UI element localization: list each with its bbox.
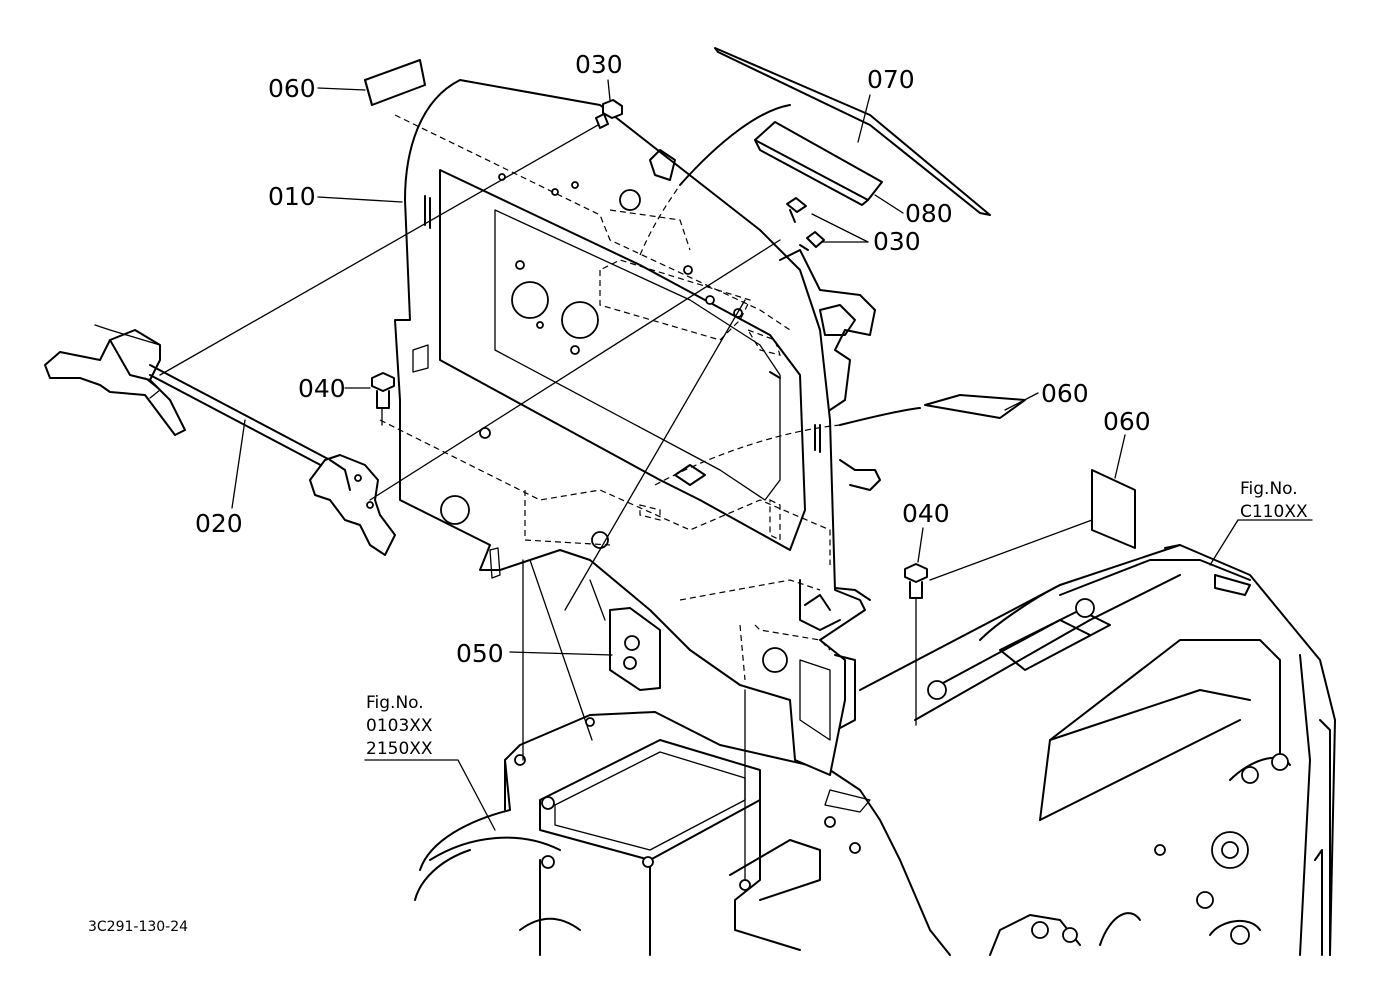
bolt-040-left <box>371 372 395 409</box>
transmission-housing <box>414 711 951 956</box>
fig-ref-right-line1: C110XX <box>1240 502 1308 522</box>
label-040-right: 040 <box>902 499 950 528</box>
label-070: 070 <box>867 65 915 94</box>
label-060-top-left: 060 <box>268 74 316 103</box>
transmission-case-right <box>859 544 1336 956</box>
leader-lines <box>231 79 1313 831</box>
part-080-pad-edge <box>754 139 869 206</box>
fig-ref-left-line2: 2150XX <box>366 739 433 759</box>
label-030-top: 030 <box>575 50 623 79</box>
part-020-lever-rod <box>44 324 396 556</box>
part-060-pad-top-left <box>364 59 426 106</box>
label-080: 080 <box>905 199 953 228</box>
part-labels: 060 030 010 070 080 030 040 060 060 020 … <box>195 50 1151 668</box>
drawing-number: 3C291-130-24 <box>88 919 188 935</box>
label-010: 010 <box>268 182 316 211</box>
label-050: 050 <box>456 639 504 668</box>
part-050-plate <box>609 607 661 691</box>
part-080-pad <box>754 121 883 201</box>
bolt-030-right-a <box>786 197 807 223</box>
bolt-030-right-b <box>799 231 825 251</box>
assembly-lines <box>159 104 1093 881</box>
label-020: 020 <box>195 509 243 538</box>
label-060-right: 060 <box>1103 407 1151 436</box>
label-040-left: 040 <box>298 374 346 403</box>
part-070-cover <box>714 47 991 216</box>
front-panel-010 <box>394 79 881 776</box>
fig-ref-left-title: Fig.No. <box>366 693 424 713</box>
figure-references: Fig.No. 0103XX 2150XX Fig.No. C110XX <box>366 479 1308 759</box>
fig-ref-left-line1: 0103XX <box>366 716 433 736</box>
hidden-lines <box>379 114 831 681</box>
fig-ref-right-title: Fig.No. <box>1240 479 1298 499</box>
bolt-040-right <box>904 563 928 599</box>
part-060-pad-center <box>924 394 1026 419</box>
label-030-right: 030 <box>873 227 921 256</box>
label-060-center: 060 <box>1041 379 1089 408</box>
bolt-030-top <box>595 99 623 129</box>
part-060-pad-top-left-edge <box>364 79 373 106</box>
part-060-pad-right <box>1091 469 1136 549</box>
